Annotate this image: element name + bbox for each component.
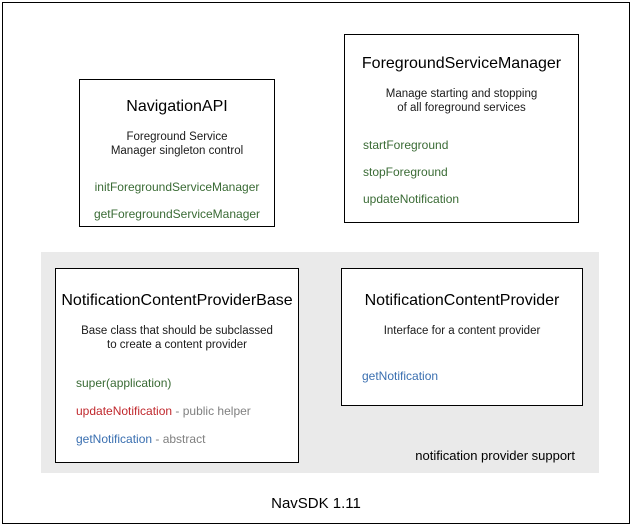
member-name: stopForeground — [363, 165, 448, 179]
member-list: initForegroundServiceManager getForegrou… — [80, 180, 274, 222]
class-box-foreground-service-manager[interactable]: ForegroundServiceManager Manage starting… — [344, 34, 579, 223]
class-description: Foreground Service Manager singleton con… — [80, 130, 274, 158]
class-title: ForegroundServiceManager — [361, 55, 562, 72]
member-item[interactable]: super(application) — [76, 376, 298, 391]
member-note: - public helper — [172, 404, 251, 418]
class-description-line: of all foreground services — [397, 102, 526, 114]
member-list: getNotification — [342, 369, 582, 384]
member-item[interactable]: getNotification — [362, 369, 582, 384]
member-item[interactable]: updateNotification — [363, 192, 578, 207]
member-item[interactable]: updateNotification - public helper — [76, 404, 298, 419]
member-item[interactable]: getForegroundServiceManager — [80, 207, 274, 222]
class-box-notification-content-provider[interactable]: NotificationContentProvider Interface fo… — [341, 268, 583, 406]
class-description-line: Manager singleton control — [110, 145, 244, 157]
member-item[interactable]: startForeground — [363, 138, 578, 153]
member-note: - abstract — [152, 432, 206, 446]
member-name: updateNotification — [363, 192, 460, 206]
class-title: NotificationContentProvider — [364, 292, 560, 309]
class-description-line: Base class that should be subclassed — [81, 325, 273, 337]
member-name: updateNotification — [76, 404, 173, 418]
member-item[interactable]: stopForeground — [363, 165, 578, 180]
member-item[interactable]: initForegroundServiceManager — [80, 180, 274, 195]
group-panel-label: notification provider support — [415, 448, 575, 463]
member-name: getNotification — [362, 369, 439, 383]
class-description-line: Manage starting and stopping — [385, 88, 538, 100]
member-item[interactable]: getNotification - abstract — [76, 432, 298, 447]
class-description: Interface for a content provider — [342, 324, 582, 338]
class-title: NotificationContentProviderBase — [61, 292, 293, 309]
class-title: NavigationAPI — [126, 98, 228, 115]
class-description: Manage starting and stopping of all fore… — [345, 87, 578, 115]
class-description-line: Interface for a content provider — [383, 325, 541, 337]
class-description-line: Foreground Service — [126, 131, 228, 143]
member-name: startForeground — [363, 138, 449, 152]
footer-caption: NavSDK 1.11 — [271, 495, 361, 512]
member-name: super(application) — [76, 376, 172, 390]
class-description-line: to create a content provider — [107, 339, 247, 351]
class-box-notification-content-provider-base[interactable]: NotificationContentProviderBase Base cla… — [55, 268, 299, 463]
member-name: getForegroundServiceManager — [93, 207, 261, 221]
member-name: initForegroundServiceManager — [94, 180, 260, 194]
class-box-navigation-api[interactable]: NavigationAPI Foreground Service Manager… — [79, 79, 275, 227]
class-description: Base class that should be subclassed to … — [56, 324, 298, 352]
member-list: super(application) updateNotification - … — [56, 376, 298, 447]
member-name: getNotification — [76, 432, 153, 446]
member-list: startForeground stopForeground updateNot… — [345, 138, 578, 207]
